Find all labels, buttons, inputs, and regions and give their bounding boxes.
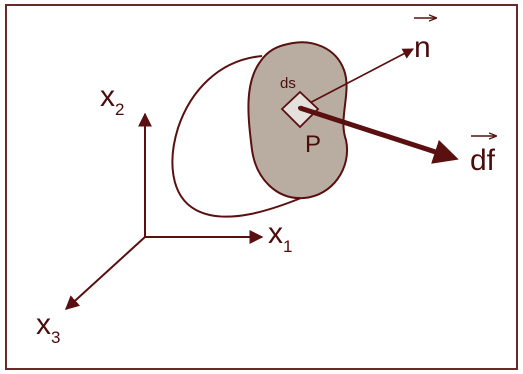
x1-symbol: x xyxy=(268,217,283,250)
normal-vector xyxy=(299,48,414,109)
x3-subscript: 3 xyxy=(51,328,60,347)
point-label: P xyxy=(305,131,321,158)
x3-symbol: x xyxy=(36,308,51,341)
normal-label: n xyxy=(414,31,431,64)
x2-subscript: 2 xyxy=(115,100,124,119)
frame-border xyxy=(5,4,518,370)
x2-label: x2 xyxy=(100,80,124,119)
x2-symbol: x xyxy=(100,80,115,113)
point-marker xyxy=(298,106,302,110)
x1-label: x1 xyxy=(268,217,292,256)
force-vector xyxy=(299,105,459,164)
area-element-label: ds xyxy=(280,75,296,92)
x3-label: x3 xyxy=(36,308,60,347)
x1-subscript: 1 xyxy=(283,237,292,256)
force-label: df xyxy=(470,144,496,177)
x3-axis xyxy=(64,236,146,310)
